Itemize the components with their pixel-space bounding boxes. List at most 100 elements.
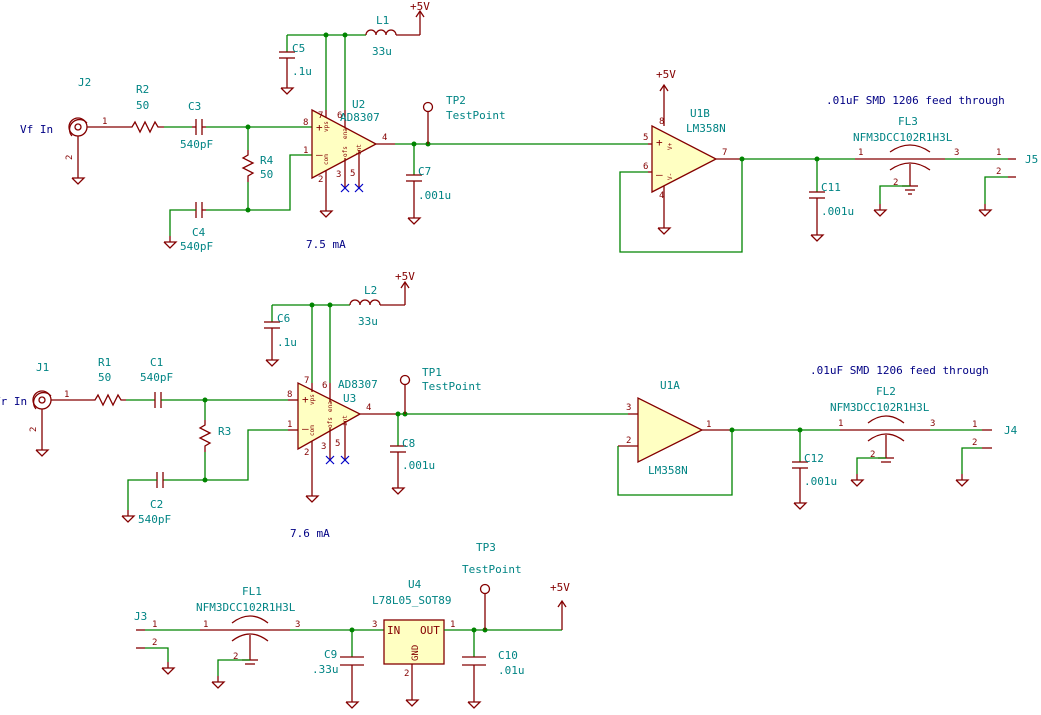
u2-ref: U2 xyxy=(352,98,365,111)
svg-text:1: 1 xyxy=(996,148,1001,158)
capacitor-c4: C4 540pF xyxy=(163,202,213,253)
svg-text:int: int xyxy=(342,415,349,426)
fl3-value: NFM3DCC102R1H3L xyxy=(853,131,953,144)
j2-label: Vf In xyxy=(20,123,53,136)
u4-pin-in: IN xyxy=(387,624,400,637)
tp3-ref: TP3 xyxy=(476,541,496,554)
feed-note-top: .01uF SMD 1206 feed through xyxy=(826,94,1005,107)
capacitor-c3: C3 540pF xyxy=(180,100,213,151)
svg-text:5: 5 xyxy=(335,439,340,449)
svg-text:1: 1 xyxy=(203,620,208,630)
fl1-value: NFM3DCC102R1H3L xyxy=(196,601,296,614)
c11-value: .001u xyxy=(821,205,854,218)
u1b-supply: +5V xyxy=(656,68,676,81)
resistor-r4: R4 50 xyxy=(241,127,274,210)
svg-text:2: 2 xyxy=(893,178,898,188)
u4-pin-gnd: GND xyxy=(411,645,421,661)
svg-text:V+: V+ xyxy=(667,142,674,150)
u1a-value: LM358N xyxy=(648,464,688,477)
svg-text:3: 3 xyxy=(372,620,377,630)
middle-channel: J1 Vr In 1 2 R1 50 C1 540pF R3 xyxy=(0,270,1018,540)
j3-ref: J3 xyxy=(134,610,147,623)
u3-value: AD8307 xyxy=(338,378,378,391)
svg-text:1: 1 xyxy=(972,420,977,430)
c1-ref: C1 xyxy=(150,356,163,369)
inductor-l2: +5V L2 33u xyxy=(349,270,415,328)
capacitor-c9: C9 .33u xyxy=(312,630,364,709)
ic-u3: + — 8 1 4 7 6 vps ena 2 3 5 com ofs int xyxy=(287,376,398,503)
u4-pin-out: OUT xyxy=(420,624,440,637)
u4-ref: U4 xyxy=(408,578,422,591)
testpoint-tp3: TP3 TestPoint xyxy=(462,541,522,630)
capacitor-c12: C12 .001u xyxy=(792,430,837,510)
current-note-mid: 7.6 mA xyxy=(290,527,330,540)
c4-ref: C4 xyxy=(192,226,206,239)
svg-text:6: 6 xyxy=(643,162,648,172)
svg-text:ena: ena xyxy=(342,128,349,139)
svg-text:+: + xyxy=(316,121,323,134)
c12-ref: C12 xyxy=(804,452,824,465)
svg-text:2: 2 xyxy=(626,436,631,446)
svg-text:com: com xyxy=(323,154,330,165)
c3-value: 540pF xyxy=(180,138,213,151)
capacitor-c6: C6 .1u xyxy=(264,305,297,367)
regulator-u4: IN OUT GND 3 1 2 U4 L78L05_SOT89 xyxy=(372,578,455,707)
j2-ref: J2 xyxy=(78,76,91,89)
l1-ref: L1 xyxy=(376,14,389,27)
u1b-ref: U1B xyxy=(690,107,710,120)
resistor-r3: R3 xyxy=(198,400,231,480)
opamp-u1b: + — 5 6 7 +5V 8 4 V+ V- U1B LM358N xyxy=(643,68,742,235)
u1b-value: LM358N xyxy=(686,122,726,135)
l1-value: 33u xyxy=(372,45,392,58)
svg-text:2: 2 xyxy=(29,427,39,432)
connector-j5: 1 2 J5 xyxy=(978,148,1038,217)
u1a-ref: U1A xyxy=(660,379,680,392)
u4-supply: +5V xyxy=(550,581,570,594)
svg-text:vps: vps xyxy=(309,394,316,405)
c10-ref: C10 xyxy=(498,649,518,662)
u2-value: AD8307 xyxy=(340,111,380,124)
r4-ref: R4 xyxy=(260,154,274,167)
opamp-u1a: 3 2 1 U1A LM358N xyxy=(618,379,732,477)
c5-ref: C5 xyxy=(292,42,305,55)
svg-text:6: 6 xyxy=(337,111,342,121)
fl3-ref: FL3 xyxy=(898,115,918,128)
svg-text:com: com xyxy=(309,425,316,436)
fl2-ref: FL2 xyxy=(876,385,896,398)
svg-text:7: 7 xyxy=(318,111,323,121)
c2-value: 540pF xyxy=(138,513,171,526)
c3-ref: C3 xyxy=(188,100,201,113)
filter-fl3: 1 3 2 FL3 NFM3DCC102R1H3L .01uF SMD 1206… xyxy=(826,94,1005,217)
svg-text:+: + xyxy=(302,393,309,406)
feed-note-mid: .01uF SMD 1206 feed through xyxy=(810,364,989,377)
j5-ref: J5 xyxy=(1025,153,1038,166)
svg-text:—: — xyxy=(302,422,309,435)
svg-text:+: + xyxy=(656,136,663,149)
j1-ref: J1 xyxy=(36,361,49,374)
connector-j2: J2 Vf In 1 2 xyxy=(20,76,126,185)
svg-text:4: 4 xyxy=(382,133,387,143)
svg-text:4: 4 xyxy=(659,191,664,201)
svg-text:1: 1 xyxy=(64,390,69,400)
tp1-value: TestPoint xyxy=(422,380,482,393)
svg-text:—: — xyxy=(316,148,323,161)
svg-text:2: 2 xyxy=(65,155,75,160)
r2-ref: R2 xyxy=(136,83,149,96)
svg-text:3: 3 xyxy=(336,170,341,180)
j4-ref: J4 xyxy=(1004,424,1018,437)
fl2-value: NFM3DCC102R1H3L xyxy=(830,401,930,414)
c8-ref: C8 xyxy=(402,437,415,450)
svg-text:4: 4 xyxy=(366,403,371,413)
c4-value: 540pF xyxy=(180,240,213,253)
j1-label: Vr In xyxy=(0,395,27,408)
c6-ref: C6 xyxy=(277,312,290,325)
l2-value: 33u xyxy=(358,315,378,328)
tp2-ref: TP2 xyxy=(446,94,466,107)
svg-text:ofs: ofs xyxy=(342,146,349,157)
svg-text:int: int xyxy=(356,144,363,155)
c9-value: .33u xyxy=(312,663,339,676)
c2-ref: C2 xyxy=(150,498,163,511)
connector-j1: J1 Vr In 1 2 xyxy=(0,361,90,457)
svg-text:8: 8 xyxy=(659,117,664,127)
svg-text:5: 5 xyxy=(643,133,648,143)
